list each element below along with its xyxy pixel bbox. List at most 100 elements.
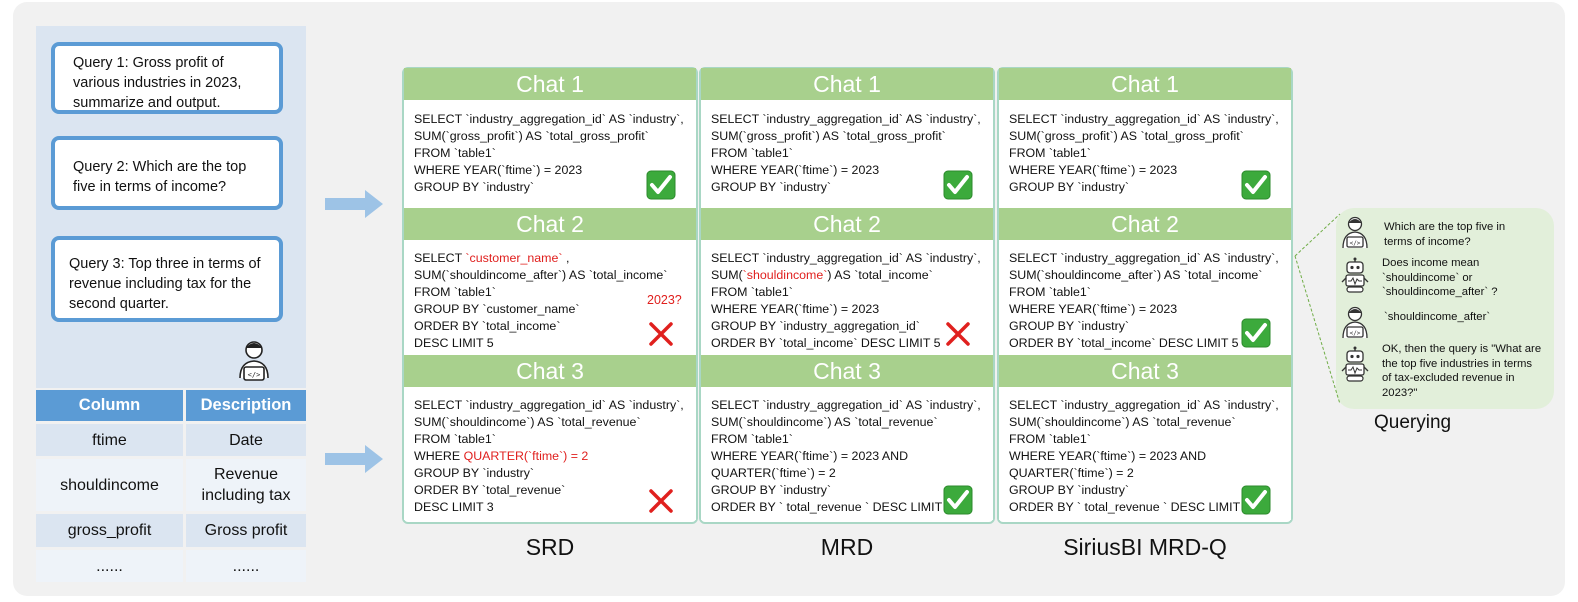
missing-year-annotation: 2023?: [647, 293, 682, 307]
sql-line: GROUP BY `industry`: [711, 180, 832, 194]
highlighted-error: `shouldincome`: [742, 268, 828, 282]
sql-line: FROM `table1`: [711, 432, 793, 446]
schema-cell-column: ftime: [36, 424, 183, 456]
schema-header-description: Description: [186, 390, 306, 421]
sql-line: GROUP BY `industry`: [1009, 319, 1130, 333]
chat-header-1: Chat 1: [701, 68, 993, 100]
checkmark-icon: [646, 170, 676, 200]
sql-line: SUM(`shouldincome_after`) AS `total_inco…: [414, 268, 668, 282]
chat-header-2: Chat 2: [999, 208, 1291, 240]
query-3-label: Query 3:: [69, 256, 125, 272]
sql-line: FROM `table1`: [414, 432, 496, 446]
sql-line: SELECT `industry_aggregation_id` AS `ind…: [1009, 112, 1279, 126]
sql-line: ORDER BY `total_revenue`: [414, 483, 566, 497]
sql-line: FROM `table1`: [1009, 285, 1091, 299]
sql-line: FROM `table1`: [711, 146, 793, 160]
query-3-line-2: revenue including tax for the: [69, 276, 252, 292]
svg-text:</>: </>: [248, 371, 261, 379]
sql-query: SELECT `industry_aggregation_id` AS `ind…: [701, 397, 993, 520]
dialog-line: terms of income?: [1384, 235, 1471, 248]
callout-lines: [1294, 213, 1341, 405]
sql-line: DESC LIMIT 5: [414, 336, 494, 350]
highlighted-error: `customer_name`: [465, 251, 563, 265]
sql-line: WHERE YEAR(`ftime`) = 2023: [711, 302, 880, 316]
sql-line: GROUP BY `industry`: [1009, 483, 1130, 497]
querying-label: Querying: [1374, 412, 1452, 433]
query-2-line-1: Which are the top: [132, 159, 247, 175]
sql-line: SUM(`gross_profit`) AS `total_gross_prof…: [711, 129, 946, 143]
sql-line: SELECT `industry_aggregation_id` AS `ind…: [711, 398, 981, 412]
query-bubble-1: Query 1: Gross profit of various industr…: [51, 42, 283, 114]
sql-query: SELECT `industry_aggregation_id` AS `ind…: [404, 111, 696, 205]
sql-line: FROM `table1`: [414, 285, 496, 299]
sql-line: SUM(`shouldincome_after`) AS `total_inco…: [1009, 268, 1263, 282]
svg-text:</>: </>: [1350, 240, 1361, 247]
query-2-line-2: five in terms of income?: [73, 179, 227, 195]
dialog-message: Which are the top five in terms of income…: [1384, 220, 1550, 249]
sql-line: SELECT `industry_aggregation_id` AS `ind…: [1009, 398, 1279, 412]
schema-cell-description: Gross profit: [186, 514, 306, 547]
arrow-right-icon: [325, 445, 383, 473]
dialog-line: Which are the top five in: [1384, 221, 1506, 233]
chat-header-3: Chat 3: [404, 355, 696, 387]
query-3-line-3: second quarter.: [69, 296, 169, 312]
robot-icon: [1341, 257, 1369, 293]
sql-line: SELECT `industry_aggregation_id` AS `ind…: [414, 112, 684, 126]
chat-header-1: Chat 1: [999, 68, 1291, 100]
chat-header-2: Chat 2: [701, 208, 993, 240]
sql-line: SELECT `industry_aggregation_id` AS `ind…: [414, 398, 684, 412]
dialog-line: `shouldincome` or: [1382, 271, 1473, 284]
sql-line: SELECT `industry_aggregation_id` AS `ind…: [711, 251, 981, 265]
dialog-line: `shouldincome_after` ?: [1382, 286, 1498, 298]
sql-line: FROM `table1`: [1009, 146, 1091, 160]
query-1-line-3: summarize and output.: [73, 95, 221, 111]
query-3-line-1: Top three in terms of: [128, 256, 261, 272]
dialog-message: Does income mean`shouldincome` or`should…: [1382, 256, 1548, 300]
sql-line: GROUP BY `industry`: [414, 180, 535, 194]
chat-header-3: Chat 3: [701, 355, 993, 387]
sql-line: SUM(`shouldincome`) AS `total_revenue`: [711, 415, 938, 429]
schema-cell-description: ......: [186, 550, 306, 582]
querying-dialog-panel: [1336, 208, 1554, 409]
sql-line: SUM(`gross_profit`) AS `total_gross_prof…: [1009, 129, 1244, 143]
chat-header-2: Chat 2: [404, 208, 696, 240]
sql-line: WHERE YEAR(`ftime`) = 2023: [1009, 302, 1178, 316]
sql-line: SUM(`gross_profit`) AS `total_gross_prof…: [414, 129, 649, 143]
sql-line: ORDER BY `total_income` DESC LIMIT 5: [1009, 336, 1239, 350]
sql-line: DESC LIMIT 3: [414, 500, 494, 514]
highlighted-error: QUARTER(`ftime`) = 2: [463, 449, 589, 463]
dialog-line: the top five industries in terms: [1382, 357, 1533, 370]
sql-line: WHERE YEAR(`ftime`) = 2023 AND: [1009, 449, 1207, 463]
schema-cell-description: Date: [186, 424, 306, 456]
sql-line: FROM `table1`: [1009, 432, 1091, 446]
sql-line: WHERE YEAR(`ftime`) = 2023 AND: [711, 449, 909, 463]
query-1-line-1: Gross profit of: [132, 55, 224, 71]
column-label: MRD: [820, 534, 874, 560]
column-label: SRD: [525, 534, 575, 560]
sql-query: SELECT `industry_aggregation_id` AS `ind…: [404, 397, 696, 520]
sql-line: WHERE QUARTER(`ftime`) = 2: [414, 449, 589, 463]
sql-line: GROUP BY `industry`: [1009, 180, 1130, 194]
sql-line: QUARTER(`ftime`) = 2: [1009, 466, 1134, 480]
cross-icon: [649, 489, 673, 513]
sql-line: SELECT `industry_aggregation_id` AS `ind…: [711, 112, 981, 126]
query-bubble-2: Query 2: Which are the top five in terms…: [51, 136, 283, 210]
sql-query: SELECT `customer_name` , SUM(`shouldincom…: [404, 250, 696, 353]
sql-line: SELECT `customer_name` ,: [414, 251, 570, 265]
chat-header-1: Chat 1: [404, 68, 696, 100]
schema-header-column: Column: [36, 390, 183, 421]
checkmark-icon: [1241, 318, 1271, 348]
checkmark-icon: [1241, 485, 1271, 515]
sql-line: FROM `table1`: [711, 285, 793, 299]
cross-icon: [946, 322, 970, 346]
sql-line: ORDER BY `total_income` DESC LIMIT 5: [711, 336, 941, 350]
sql-line: SUM(`shouldincome`) AS `total_revenue`: [1009, 415, 1236, 429]
sql-line: GROUP BY `industry`: [711, 483, 832, 497]
sql-line: WHERE YEAR(`ftime`) = 2023: [711, 163, 880, 177]
checkmark-icon: [943, 485, 973, 515]
query-2-label: Query 2:: [73, 159, 129, 175]
sql-query: SELECT `industry_aggregation_id` AS `ind…: [999, 250, 1291, 353]
schema-cell-column: ......: [36, 550, 183, 582]
sql-line: GROUP BY `customer_name`: [414, 302, 580, 316]
